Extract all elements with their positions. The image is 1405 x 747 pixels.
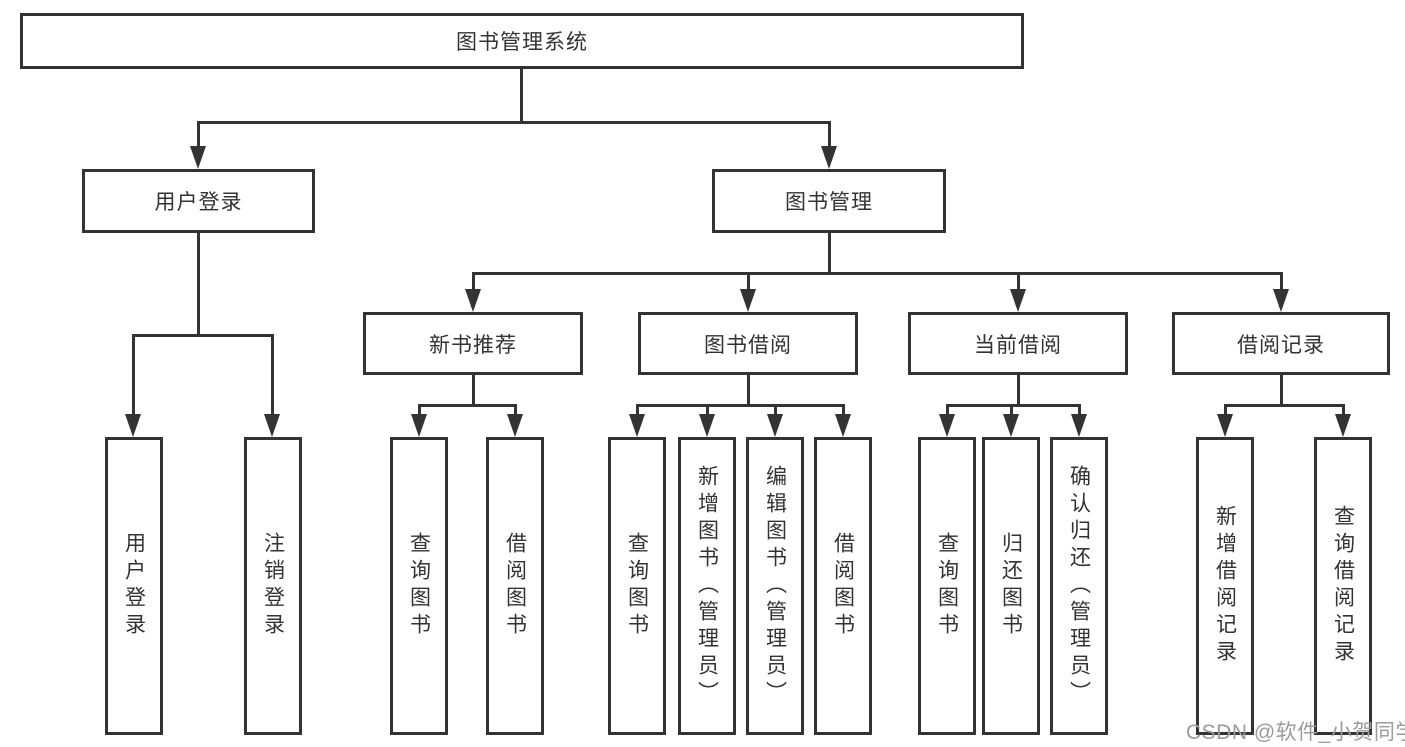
leaf-borrow-books: 借阅图书 (814, 437, 872, 735)
node-root: 图书管理系统 (20, 13, 1024, 69)
connector-line (472, 375, 475, 407)
connector-line (271, 334, 274, 416)
connector-line (418, 404, 421, 418)
node-book-management-label: 图书管理 (785, 191, 873, 214)
arrowhead-down-icon (411, 414, 427, 437)
leaf-borrow-books-recommend: 借阅图书 (486, 437, 544, 735)
arrowhead-down-icon (1010, 289, 1026, 312)
leaf-query-books-borrow: 查询图书 (608, 437, 666, 735)
node-root-label: 图书管理系统 (456, 31, 588, 54)
arrowhead-down-icon (1003, 414, 1019, 437)
connector-line (842, 404, 845, 418)
connector-line (636, 404, 845, 407)
node-current-borrow-label: 当前借阅 (974, 333, 1062, 357)
connector-line (472, 272, 1283, 275)
connector-line (946, 404, 949, 418)
arrowhead-down-icon (699, 414, 715, 437)
connector-line (1280, 375, 1283, 407)
connector-line (514, 404, 517, 418)
leaf-user-login: 用户登录 (105, 437, 163, 735)
arrowhead-down-icon (190, 146, 206, 169)
connector-line (706, 404, 709, 418)
arrowhead-down-icon (629, 414, 645, 437)
arrowhead-down-icon (767, 414, 783, 437)
leaf-add-books-admin: 新增图书（管理员） (678, 437, 736, 735)
connector-line (197, 233, 200, 337)
connector-line (197, 121, 200, 151)
node-user-login-label: 用户登录 (154, 191, 243, 214)
leaf-edit-books-admin: 编辑图书（管理员） (746, 437, 804, 735)
arrowhead-down-icon (125, 414, 141, 437)
connector-line (828, 121, 831, 151)
csdn-watermark: CSDN @软件_小贺同学 (1186, 721, 1405, 744)
node-current-borrow: 当前借阅 (908, 312, 1128, 375)
connector-line (472, 272, 475, 292)
node-user-login: 用户登录 (82, 169, 315, 233)
connector-line (1280, 272, 1283, 292)
arrowhead-down-icon (740, 289, 756, 312)
leaf-return-books: 归还图书 (982, 437, 1040, 735)
arrowhead-down-icon (1217, 414, 1233, 437)
arrowhead-down-icon (1071, 414, 1087, 437)
node-borrow-record: 借阅记录 (1172, 312, 1390, 375)
arrowhead-down-icon (1273, 289, 1289, 312)
connector-line (747, 272, 750, 292)
connector-line (132, 334, 135, 416)
connector-line (1017, 375, 1020, 407)
leaf-query-borrow-record: 查询借阅记录 (1314, 437, 1372, 735)
connector-line (1224, 404, 1227, 418)
connector-line (1017, 272, 1020, 292)
node-borrow-record-label: 借阅记录 (1237, 333, 1325, 357)
node-book-management: 图书管理 (712, 169, 946, 233)
connector-line (1010, 404, 1013, 418)
arrowhead-down-icon (465, 289, 481, 312)
arrowhead-down-icon (1335, 414, 1351, 437)
connector-line (132, 334, 274, 337)
connector-line (747, 375, 750, 407)
connector-line (1224, 404, 1345, 407)
connector-line (636, 404, 639, 418)
leaf-logout: 注销登录 (244, 437, 302, 735)
connector-line (197, 121, 831, 124)
node-new-book-recommend-label: 新书推荐 (429, 333, 517, 357)
leaf-confirm-return-admin: 确认归还（管理员） (1050, 437, 1108, 735)
leaf-query-books-recommend: 查询图书 (390, 437, 448, 735)
arrowhead-down-icon (939, 414, 955, 437)
connector-line (946, 404, 1081, 407)
arrowhead-down-icon (835, 414, 851, 437)
arrowhead-down-icon (507, 414, 523, 437)
connector-line (520, 69, 523, 123)
arrowhead-down-icon (264, 414, 280, 437)
connector-line (1342, 404, 1345, 418)
node-book-borrow: 图书借阅 (638, 312, 858, 375)
connector-line (1078, 404, 1081, 418)
leaf-query-books-current: 查询图书 (918, 437, 976, 735)
leaf-add-borrow-record: 新增借阅记录 (1196, 437, 1254, 735)
arrowhead-down-icon (821, 146, 837, 169)
node-book-borrow-label: 图书借阅 (704, 333, 792, 357)
node-new-book-recommend: 新书推荐 (363, 312, 583, 375)
connector-line (418, 404, 517, 407)
connector-line (774, 404, 777, 418)
connector-line (828, 233, 831, 274)
